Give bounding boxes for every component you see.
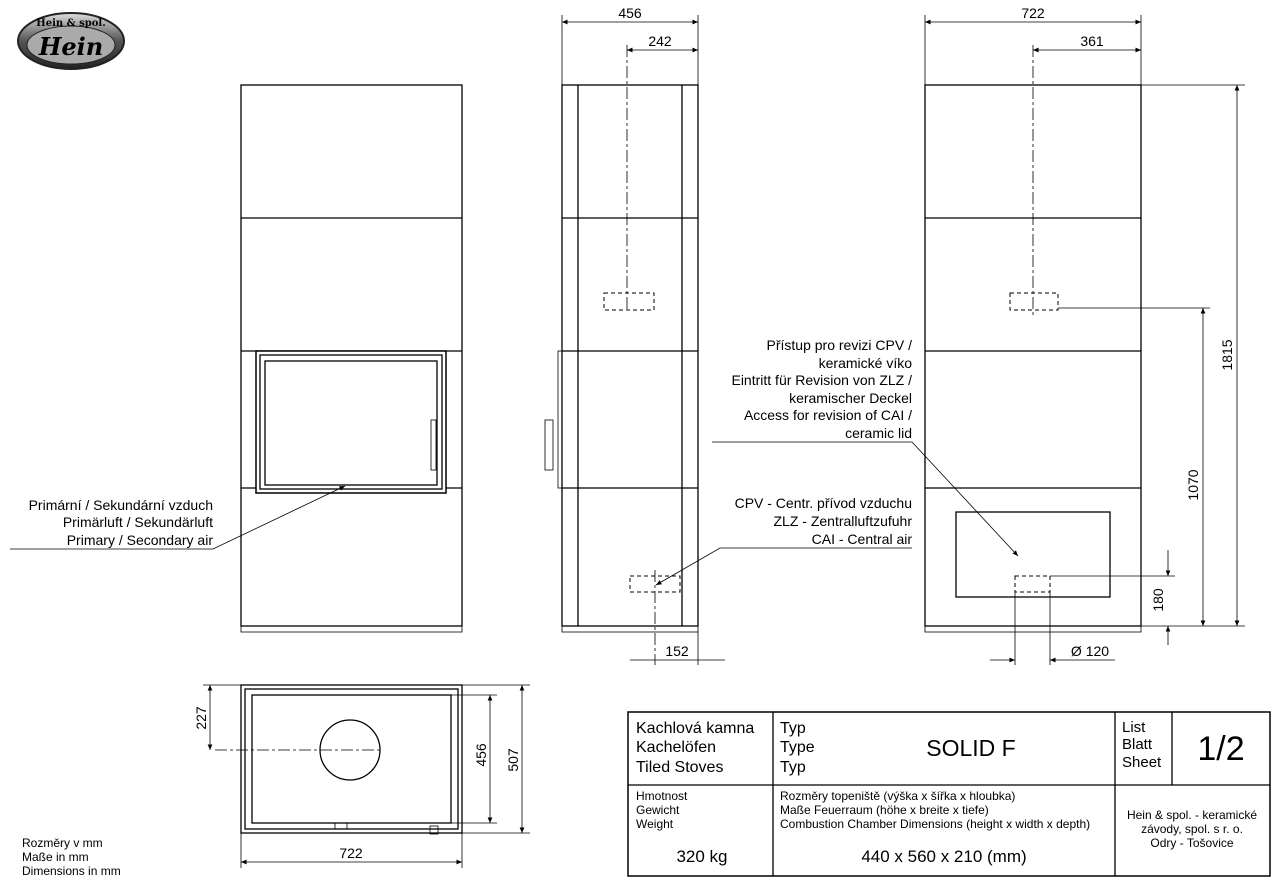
svg-text:Hein & spol.: Hein & spol. [36, 18, 105, 29]
svg-text:Přístup pro revizi CPV /: Přístup pro revizi CPV / [767, 337, 913, 353]
back-view: 722 361 1815 1070 180 Ø 120 Přístup pro … [712, 5, 1245, 665]
svg-text:závody, spol. s r. o.: závody, spol. s r. o. [1141, 822, 1243, 836]
svg-text:CPV - Centr. přívod vzduchu: CPV - Centr. přívod vzduchu [735, 495, 912, 511]
svg-text:152: 152 [665, 643, 689, 659]
svg-text:Type: Type [780, 739, 815, 756]
svg-text:Sheet: Sheet [1122, 754, 1162, 771]
svg-text:180: 180 [1150, 588, 1166, 612]
svg-text:722: 722 [1021, 5, 1045, 21]
svg-text:1070: 1070 [1185, 469, 1201, 500]
svg-text:keramischer Deckel: keramischer Deckel [789, 390, 912, 406]
svg-text:Typ: Typ [780, 759, 806, 776]
svg-text:Tiled Stoves: Tiled Stoves [636, 759, 723, 776]
svg-text:Access for revision of CAI /: Access for revision of CAI / [744, 407, 912, 423]
svg-text:Primärluft / Sekundärluft: Primärluft / Sekundärluft [63, 514, 213, 530]
svg-text:Weight: Weight [636, 817, 674, 831]
air-label: Primární / Sekundární vzduch Primärluft … [10, 485, 346, 550]
svg-text:320 kg: 320 kg [676, 847, 727, 866]
svg-text:Kachlová kamna: Kachlová kamna [636, 720, 754, 737]
svg-text:Odry - Tošovice: Odry - Tošovice [1150, 836, 1233, 850]
central-air-label: CPV - Centr. přívod vzduchu ZLZ - Zentra… [735, 495, 913, 547]
svg-text:Ø 120: Ø 120 [1071, 643, 1109, 659]
svg-text:Gewicht: Gewicht [636, 803, 680, 817]
svg-text:Hmotnost: Hmotnost [636, 789, 688, 803]
svg-text:Maße Feuerraum (höhe x breite: Maße Feuerraum (höhe x breite x tiefe) [780, 803, 989, 817]
svg-text:1815: 1815 [1219, 339, 1235, 370]
svg-text:Primary / Secondary air: Primary / Secondary air [67, 532, 214, 548]
svg-text:227: 227 [193, 706, 209, 730]
svg-text:456: 456 [618, 5, 642, 21]
svg-text:507: 507 [505, 748, 521, 772]
svg-text:Kachelöfen: Kachelöfen [636, 739, 716, 756]
svg-text:Hein & spol. - keramické: Hein & spol. - keramické [1127, 808, 1257, 822]
svg-text:242: 242 [648, 33, 672, 49]
svg-text:Primární / Sekundární vzduch: Primární / Sekundární vzduch [29, 497, 213, 513]
title-block: Kachlová kamna Kachelöfen Tiled Stoves T… [627, 711, 1271, 877]
units-note: Rozměry v mm Maße in mm Dimensions in mm [22, 836, 121, 878]
svg-text:361: 361 [1080, 33, 1104, 49]
hein-logo: Hein & spol. Hein [17, 12, 125, 70]
top-view: 227 456 507 722 [193, 684, 530, 868]
svg-text:keramické víko: keramické víko [819, 355, 913, 371]
svg-text:Maße in mm: Maße in mm [22, 850, 89, 864]
svg-text:Rozměry v mm: Rozměry v mm [22, 836, 103, 850]
front-view: Primární / Sekundární vzduch Primärluft … [10, 84, 463, 633]
svg-text:Dimensions in mm: Dimensions in mm [22, 864, 121, 878]
fire-door [255, 350, 447, 494]
svg-text:440 x 560 x 210 (mm): 440 x 560 x 210 (mm) [861, 847, 1026, 866]
svg-text:Hein: Hein [38, 32, 104, 61]
svg-text:Typ: Typ [780, 720, 806, 737]
svg-text:722: 722 [339, 845, 363, 861]
svg-text:Eintritt für Revision von ZLZ: Eintritt für Revision von ZLZ / [731, 372, 912, 388]
svg-text:ceramic lid: ceramic lid [845, 425, 912, 441]
svg-text:Rozměry topeniště (výška x šíř: Rozměry topeniště (výška x šířka x hloub… [780, 789, 1015, 803]
side-view: 456 242 152 [544, 5, 912, 665]
svg-text:456: 456 [473, 743, 489, 767]
svg-text:List: List [1122, 719, 1146, 736]
svg-text:Blatt: Blatt [1122, 736, 1153, 753]
svg-text:Combustion Chamber Dimensions: Combustion Chamber Dimensions (height x … [780, 817, 1090, 831]
revision-label: Přístup pro revizi CPV / keramické víko … [712, 337, 1019, 557]
svg-text:CAI - Central air: CAI - Central air [812, 531, 913, 547]
sheet-value: 1/2 [1197, 730, 1244, 768]
svg-text:ZLZ - Zentralluftzufuhr: ZLZ - Zentralluftzufuhr [774, 513, 913, 529]
type-value: SOLID F [926, 735, 1015, 761]
